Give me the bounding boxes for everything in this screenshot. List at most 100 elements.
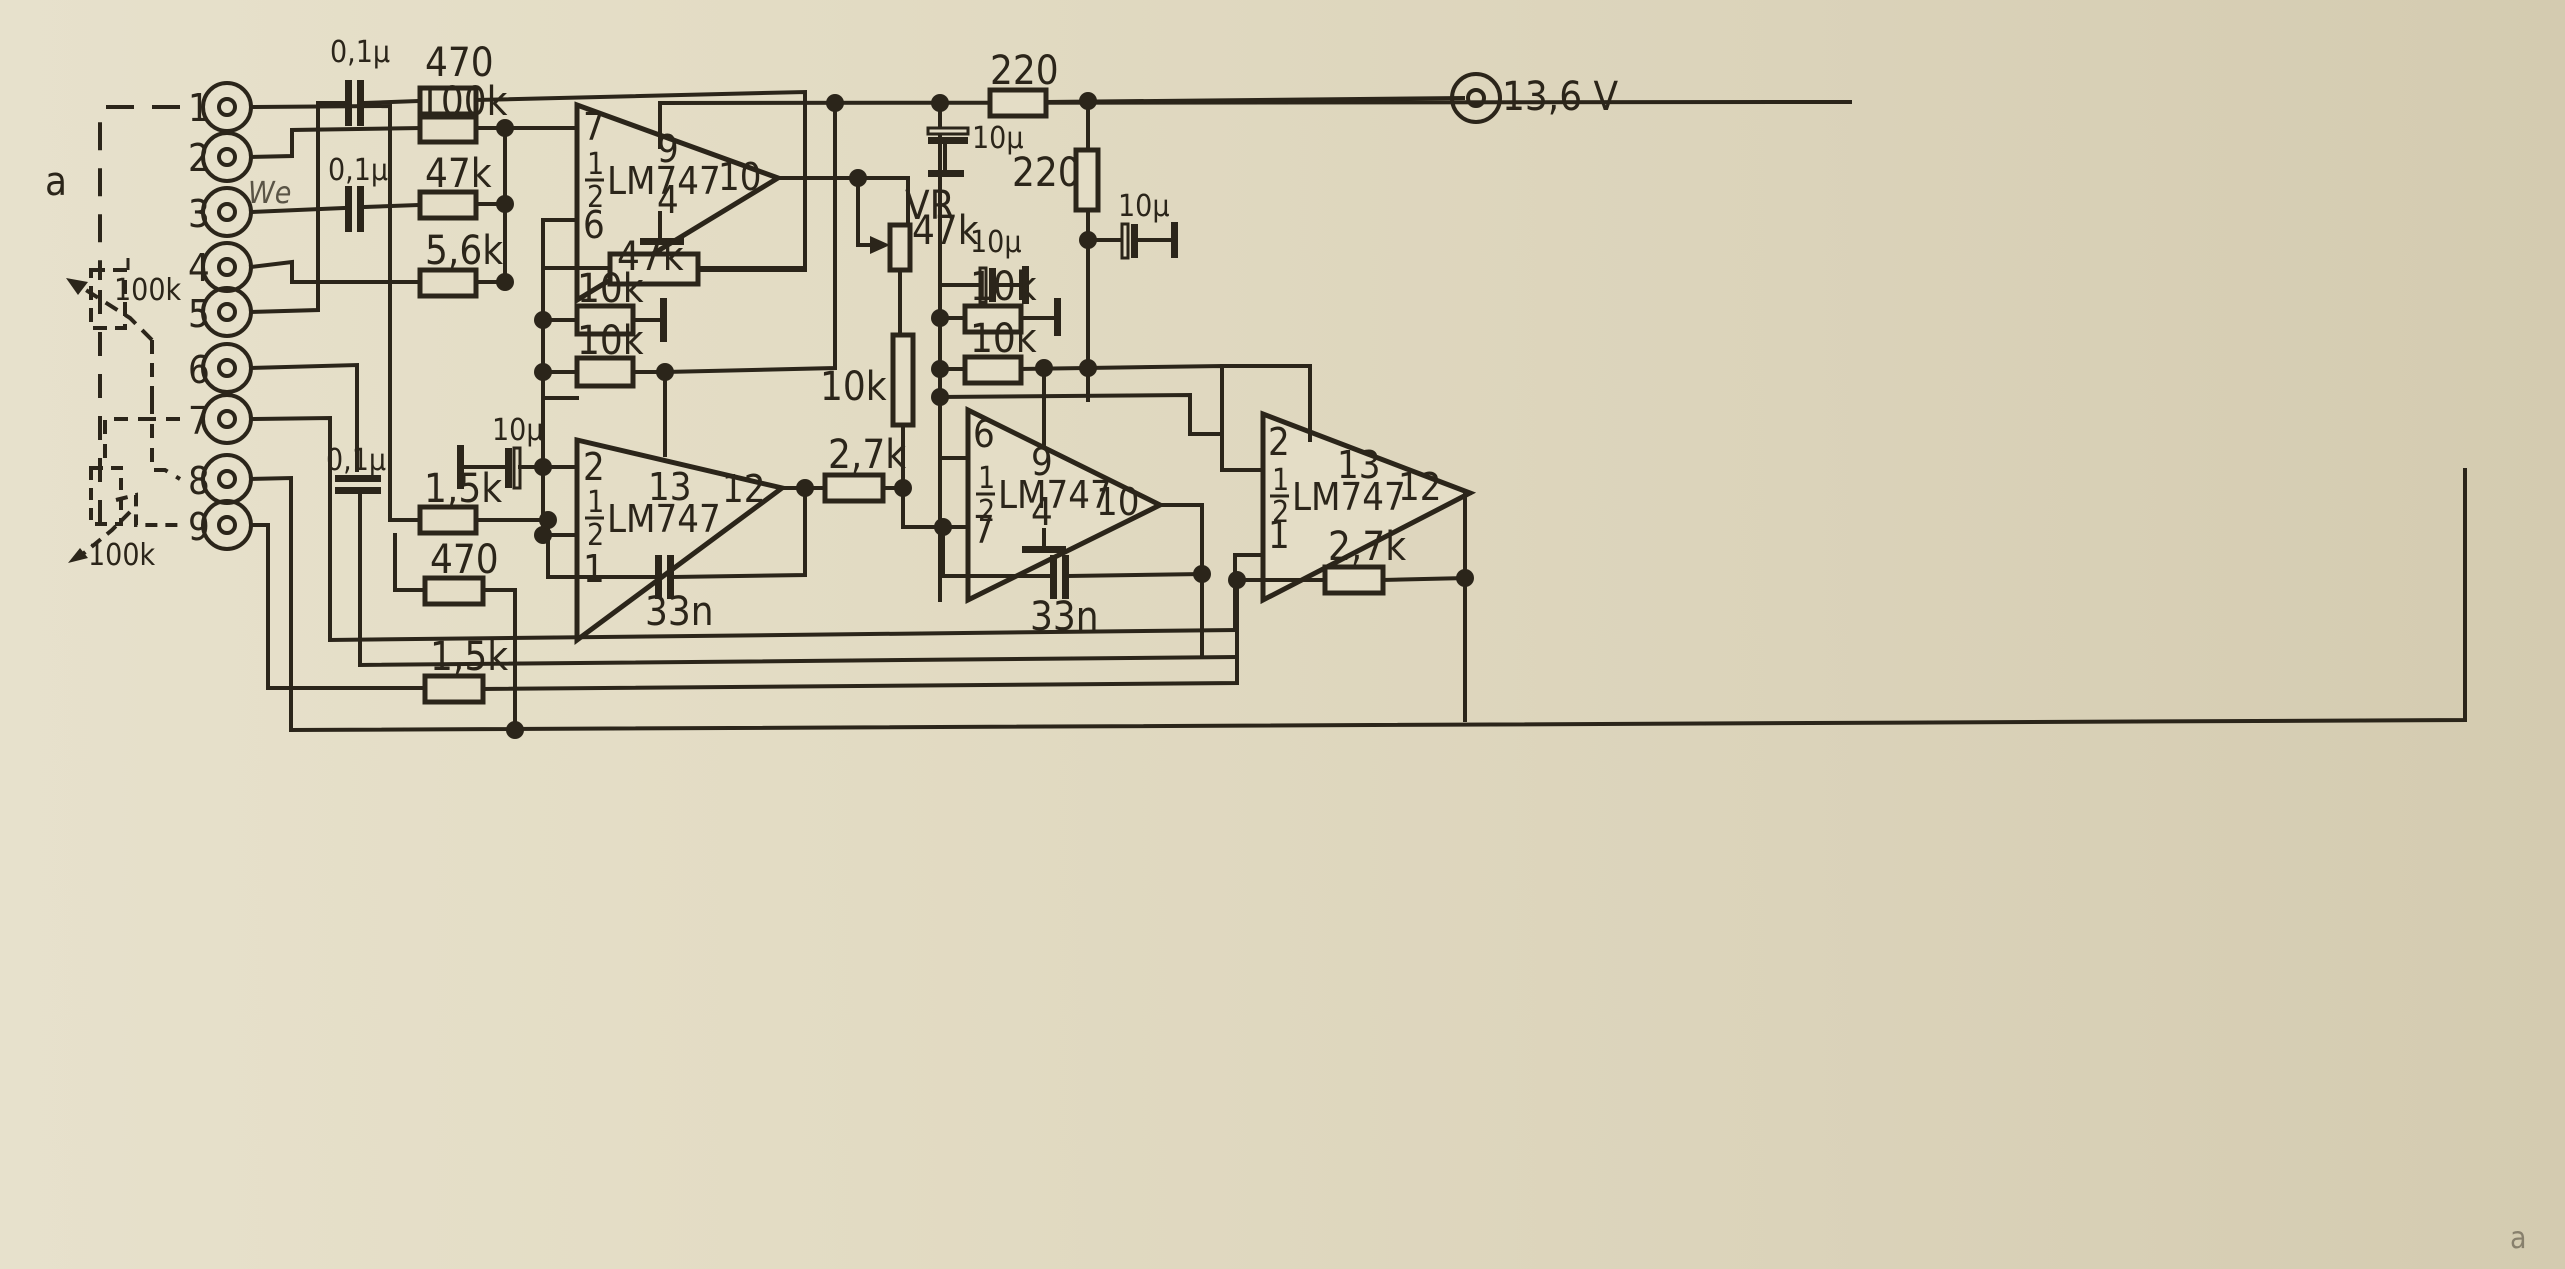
jack-8[interactable]: 8 [188,453,253,505]
capacitor-c-supply-v: 10µ [1118,189,1170,260]
jack-2[interactable]: 2 [188,131,253,183]
pin-label: 13 [1337,443,1381,487]
jack-number: 9 [188,505,210,549]
jack-9[interactable]: 9 [188,499,253,551]
resistor-r-jack4: 5,6k [417,228,503,299]
pin-label: 6 [583,203,605,247]
fraction-num: 1 [587,485,604,520]
figure-caption-top: a [45,159,67,205]
jack-number: 7 [188,399,210,443]
pin-label: 4 [657,178,679,222]
resistor-value: 2,7k [1328,524,1406,570]
pin-label: 1 [1268,513,1290,557]
resistor-r-jack3: 47k [417,151,492,221]
resistor-value: 470 [430,537,499,583]
resistor-value: 47k [617,234,684,280]
pin-label: 2 [583,445,605,489]
resistor-r-fb1: 10k [574,318,644,389]
pin-label: 7 [973,508,995,552]
jack-3[interactable]: 3 [188,186,253,238]
pot-value: 100k [114,273,182,308]
resistor-value: 1,5k [424,466,502,512]
resistor-r-gnd1: 10k [574,266,644,337]
jack-4[interactable]: 4 [188,241,253,293]
capacitor-value: 10µ [1118,189,1170,224]
resistor-r-offset1: 47k [607,234,701,287]
jack-number: 3 [188,192,210,236]
pin-label: 13 [648,465,692,509]
opamp-part: LM747 [607,497,721,541]
resistor-r-supply: 220 [987,48,1059,119]
switch-pot-2[interactable]: 100k [68,466,180,573]
supply-voltage-label: 13,6 V [1502,74,1619,120]
pin-label: 10 [718,155,762,199]
fraction-den: 2 [587,518,604,553]
capacitor-value: 0,1µ [330,35,390,70]
pin-label: 9 [1031,440,1053,484]
jack-5[interactable]: 5 [188,286,253,338]
pin-label: 10 [1096,480,1140,524]
resistor-r-27k-mid: 2,7k [822,432,906,504]
resistor-r-in2: 1,5k [417,466,502,536]
fraction-num: 1 [978,461,995,496]
capacitor-c-int3: 33n [1030,555,1099,640]
capacitor-c-gnd2: 10µ [492,413,544,490]
opamp-part: LM747 [998,473,1112,517]
resistor-r-jack2: 100k [417,79,508,145]
jack-1[interactable]: 1 [188,81,253,133]
resistor-value: 1,5k [430,634,508,680]
fraction-num: 1 [587,147,604,182]
pin-label: 12 [1398,465,1442,509]
pin-label: 12 [722,467,766,511]
resistor-r-in-top: 470 [417,40,494,117]
resistor-value: 10k [577,266,644,312]
opamp-part: LM747 [607,159,721,203]
capacitor-value: 33n [1030,594,1099,640]
capacitor-c-in-we: 0,1µ [328,153,388,232]
jack-number: 4 [188,246,210,290]
pin-label: 9 [657,127,679,171]
capacitor-value: 0,1µ [328,153,388,188]
opamp-2: 2 1 13 12 1 2 LM747 [574,436,788,645]
fraction-den: 2 [1272,495,1289,530]
jack-6[interactable]: 6 [188,342,253,394]
jack-7[interactable]: 7 [188,393,253,445]
opamp-part: LM747 [1292,475,1406,519]
resistor-r-fb3: 10k [962,316,1037,386]
jack-number: 6 [188,348,210,392]
capacitor-c-jack6: 0,1µ [326,443,386,494]
fraction-den: 2 [978,494,995,529]
pin-label: 2 [1268,420,1290,464]
capacitor-value: 10µ [972,121,1024,156]
capacitor-value: 10µ [970,225,1022,260]
opamp-1: 7 6 9 4 10 1 2 LM747 [574,101,784,305]
capacitor-value: 10µ [492,413,544,448]
capacitor-c-int2: 33n [645,555,714,635]
resistor-r-470-bottom: 470 [422,537,499,607]
opamp-4: 2 1 13 12 1 2 LM747 [1260,410,1477,605]
resistor-value: 220 [1012,150,1081,196]
resistor-value: 10k [970,264,1037,310]
resistor-r-supply-v: 220 [1012,147,1101,213]
input-marker: We [248,176,291,211]
capacitor-c-gnd3: 10µ [970,225,1022,304]
pot-name: VR [905,183,955,229]
jack-number: 1 [188,86,210,130]
capacitor-c-supply: 10µ [926,121,1024,156]
resistor-value: 10k [820,364,887,410]
figure-caption-bottom: a [2510,1221,2527,1256]
switch-pot-1[interactable]: 100k [66,258,182,540]
jack-number: 8 [188,459,210,503]
supply-jack[interactable]: 13,6 V [1450,72,1619,124]
potentiometer-vr[interactable]: VR 47k [887,183,979,273]
fraction-num: 1 [1272,463,1289,498]
pot-value: 100k [88,538,156,573]
pin-label: 6 [973,412,995,456]
resistor-value: 47k [425,151,492,197]
resistor-value: 10k [970,316,1037,362]
resistor-value: 220 [990,48,1059,94]
pot-value: 47k [912,208,979,254]
capacitor-c-in-top: 0,1µ [330,35,390,126]
resistor-value: 100k [418,79,508,125]
